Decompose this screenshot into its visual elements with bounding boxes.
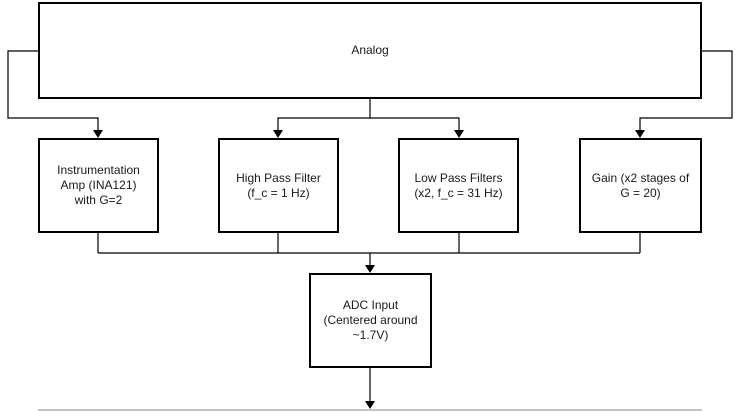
gain-label: Gain (x2 stages of G = 20) [591, 170, 690, 200]
high-pass-filter-label: High Pass Filter (f_c = 1 Hz) [236, 170, 321, 200]
connector-center-branch [277, 117, 460, 131]
arrowhead-lpf [454, 130, 464, 138]
adc-input-block: ADC Input (Centered around ~1.7V) [309, 273, 432, 368]
low-pass-filters-block: Low Pass Filters (x2, f_c = 31 Hz) [398, 138, 519, 233]
arrowhead-adc [365, 265, 375, 273]
analog-label: Analog [351, 43, 389, 57]
connector-analog-to-gain [639, 50, 733, 131]
high-pass-filter-block: High Pass Filter (f_c = 1 Hz) [218, 138, 339, 233]
arrowhead-inst-amp [93, 130, 103, 138]
analog-block: Analog [38, 2, 702, 99]
instrumentation-amp-label: Instrumentation Amp (INA121) with G=2 [57, 163, 140, 207]
gain-block: Gain (x2 stages of G = 20) [579, 138, 702, 233]
connector-analog-to-inst-amp [7, 50, 99, 131]
arrowhead-adc-output [365, 401, 375, 409]
instrumentation-amp-block: Instrumentation Amp (INA121) with G=2 [38, 138, 159, 233]
adc-input-label: ADC Input (Centered around ~1.7V) [323, 298, 418, 342]
arrowhead-gain [635, 130, 645, 138]
low-pass-filters-label: Low Pass Filters (x2, f_c = 31 Hz) [414, 170, 503, 200]
arrowhead-hpf [273, 130, 283, 138]
